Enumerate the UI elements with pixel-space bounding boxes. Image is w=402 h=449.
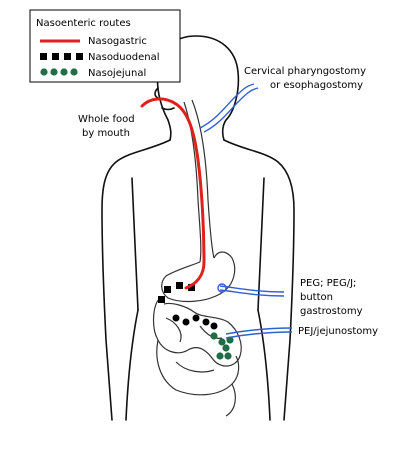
legend-label-nasogastric: Nasogastric <box>88 36 147 47</box>
legend-swatch-nasoduodenal <box>40 53 83 60</box>
legend-swatch-nasojejunal <box>40 68 78 76</box>
nasogastric-route <box>140 97 206 290</box>
svg-text:by mouth: by mouth <box>82 128 130 139</box>
digestive-outline <box>152 99 242 417</box>
svg-text:button: button <box>300 292 333 303</box>
svg-text:PEJ/jejunostomy: PEJ/jejunostomy <box>298 326 378 337</box>
svg-text:Whole food: Whole food <box>78 114 135 125</box>
label-whole-food: Whole food by mouth <box>78 114 135 139</box>
nasojejunal-route <box>210 332 234 360</box>
nasoduodenal-route <box>158 282 218 330</box>
pej-tube <box>225 327 293 339</box>
legend-label-nasojejunal: Nasojejunal <box>88 68 146 79</box>
label-cervical: Cervical pharyngostomy or esophagostomy <box>244 66 366 91</box>
peg-tube <box>217 283 285 297</box>
cervical-tube <box>199 83 259 133</box>
label-pej: PEJ/jejunostomy <box>298 326 378 337</box>
legend: Nasoenteric routes Nasogastric Nasoduode… <box>29 9 181 83</box>
svg-text:or esophagostomy: or esophagostomy <box>270 80 363 91</box>
body-outline <box>101 35 295 421</box>
svg-text:Cervical pharyngostomy: Cervical pharyngostomy <box>244 66 366 77</box>
label-peg: PEG; PEG/J; button gastrostomy <box>300 278 363 317</box>
legend-title: Nasoenteric routes <box>36 18 131 29</box>
svg-text:gastrostomy: gastrostomy <box>300 306 363 317</box>
svg-text:PEG; PEG/J;: PEG; PEG/J; <box>300 278 356 289</box>
legend-label-nasoduodenal: Nasoduodenal <box>88 52 159 63</box>
